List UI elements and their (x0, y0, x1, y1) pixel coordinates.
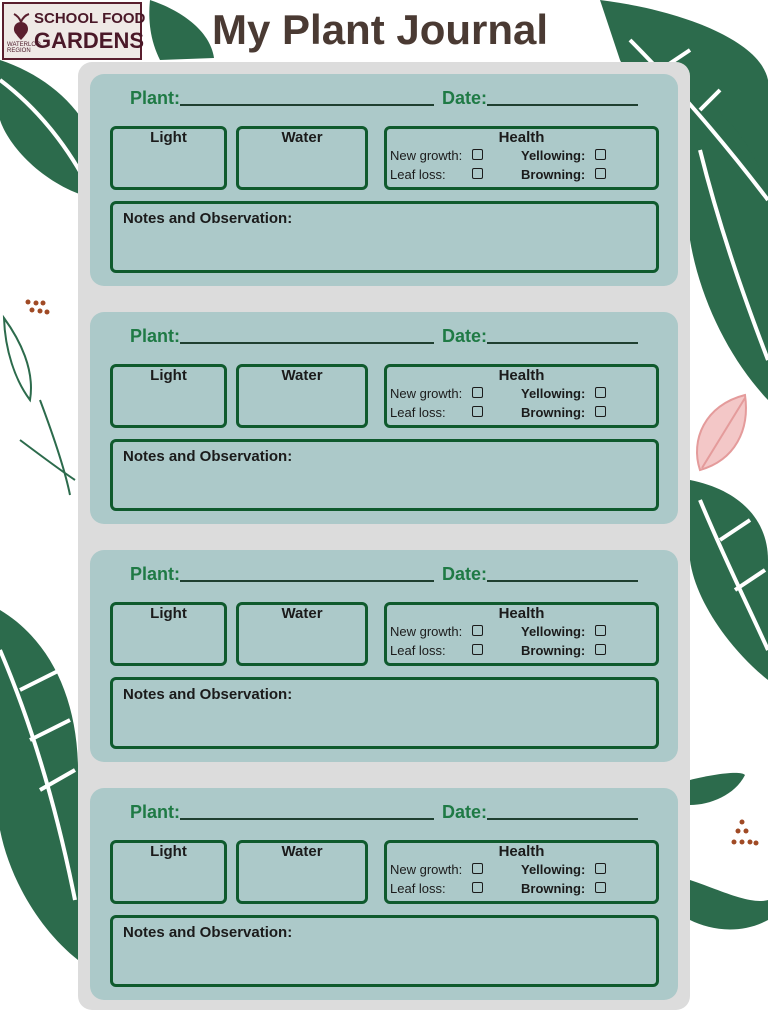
plant-input-line[interactable] (180, 104, 434, 106)
leaf-loss-label: Leaf loss: (390, 643, 446, 658)
school-food-gardens-logo: SCHOOL FOOD GARDENS WATERLOO REGION (2, 2, 146, 60)
date-label: Date: (442, 802, 488, 822)
notes-label: Notes and Observation: (123, 210, 293, 227)
light-box[interactable]: Light (110, 364, 227, 428)
plant-input-line[interactable] (180, 580, 434, 582)
light-label: Light (150, 367, 187, 384)
yellowing-checkbox[interactable] (595, 625, 606, 636)
health-label: Health (498, 605, 545, 622)
browning-label: Browning: (521, 167, 586, 182)
health-box: Health New growth: Leaf loss: Yellowing:… (384, 840, 659, 904)
water-box[interactable]: Water (236, 364, 368, 428)
yellowing-label: Yellowing: (521, 386, 586, 401)
new-growth-checkbox[interactable] (472, 863, 483, 874)
logo-line-2: GARDENS (34, 28, 145, 53)
leaf-top-middle (149, 0, 214, 60)
notes-label: Notes and Observation: (123, 448, 293, 465)
date-label: Date: (442, 326, 488, 346)
light-box[interactable]: Light (110, 840, 227, 904)
date-label: Date: (442, 88, 488, 108)
health-box: Health New growth: Leaf loss: Yellowing:… (384, 126, 659, 190)
date-input-line[interactable] (487, 342, 638, 344)
date-label: Date: (442, 564, 488, 584)
notes-box[interactable]: Notes and Observation: (110, 201, 659, 273)
notes-box[interactable]: Notes and Observation: (110, 677, 659, 749)
plant-label: Plant: (130, 88, 181, 108)
date-input-line[interactable] (487, 104, 638, 106)
new-growth-checkbox[interactable] (472, 149, 483, 160)
water-label: Water (281, 843, 323, 860)
light-box[interactable]: Light (110, 602, 227, 666)
browning-label: Browning: (521, 643, 586, 658)
leaf-loss-checkbox[interactable] (472, 882, 483, 893)
water-label: Water (281, 367, 323, 384)
journal-entry-3: Plant: Date: Light Water Health New grow… (90, 550, 678, 762)
notes-box[interactable]: Notes and Observation: (110, 439, 659, 511)
leaf-right-small (690, 772, 745, 805)
journal-entry-2: Plant: Date: Light Water Health New grow… (90, 312, 678, 524)
yellowing-checkbox[interactable] (595, 863, 606, 874)
leaf-bottom-right (690, 880, 768, 930)
pink-leaf (696, 393, 747, 472)
water-label: Water (281, 605, 323, 622)
journal-entry-4: Plant: Date: Light Water Health New grow… (90, 788, 678, 1000)
page-title: My Plant Journal (212, 6, 549, 53)
new-growth-checkbox[interactable] (472, 387, 483, 398)
plant-label: Plant: (130, 802, 181, 822)
water-label: Water (281, 129, 323, 146)
new-growth-label: New growth: (390, 148, 463, 163)
light-label: Light (150, 129, 187, 146)
yellowing-checkbox[interactable] (595, 387, 606, 398)
plant-input-line[interactable] (180, 818, 434, 820)
notes-label: Notes and Observation: (123, 924, 293, 941)
browning-label: Browning: (521, 881, 586, 896)
browning-checkbox[interactable] (595, 168, 606, 179)
health-label: Health (498, 367, 545, 384)
leaf-loss-checkbox[interactable] (472, 644, 483, 655)
light-label: Light (150, 843, 187, 860)
browning-checkbox[interactable] (595, 882, 606, 893)
new-growth-label: New growth: (390, 386, 463, 401)
browning-checkbox[interactable] (595, 406, 606, 417)
light-box[interactable]: Light (110, 126, 227, 190)
journal-entry-1: Plant: Date: Light Water Health New grow… (90, 74, 678, 286)
light-label: Light (150, 605, 187, 622)
water-box[interactable]: Water (236, 602, 368, 666)
yellowing-checkbox[interactable] (595, 149, 606, 160)
accent-dots (25, 299, 759, 846)
date-input-line[interactable] (487, 818, 638, 820)
health-label: Health (498, 843, 545, 860)
health-box: Health New growth: Leaf loss: Yellowing:… (384, 364, 659, 428)
leaf-loss-label: Leaf loss: (390, 881, 446, 896)
notes-label: Notes and Observation: (123, 686, 293, 703)
new-growth-checkbox[interactable] (472, 625, 483, 636)
leaf-loss-checkbox[interactable] (472, 168, 483, 179)
new-growth-label: New growth: (390, 624, 463, 639)
water-box[interactable]: Water (236, 126, 368, 190)
date-input-line[interactable] (487, 580, 638, 582)
outline-leaf-left (2, 314, 32, 403)
plant-input-line[interactable] (180, 342, 434, 344)
notes-box[interactable]: Notes and Observation: (110, 915, 659, 987)
beet-icon (13, 13, 30, 40)
water-box[interactable]: Water (236, 840, 368, 904)
leaf-right-middle (690, 480, 768, 680)
browning-label: Browning: (521, 405, 586, 420)
logo-line-1: SCHOOL FOOD (34, 10, 146, 27)
leaf-left-lower (0, 610, 79, 960)
leaf-loss-label: Leaf loss: (390, 405, 446, 420)
new-growth-label: New growth: (390, 862, 463, 877)
leaf-loss-checkbox[interactable] (472, 406, 483, 417)
plant-label: Plant: (130, 564, 181, 584)
yellowing-label: Yellowing: (521, 148, 586, 163)
health-box: Health New growth: Leaf loss: Yellowing:… (384, 602, 659, 666)
leaf-loss-label: Leaf loss: (390, 167, 446, 182)
logo-sub: WATERLOO REGION (7, 42, 41, 54)
health-label: Health (498, 129, 545, 146)
yellowing-label: Yellowing: (521, 624, 586, 639)
plant-label: Plant: (130, 326, 181, 346)
yellowing-label: Yellowing: (521, 862, 586, 877)
browning-checkbox[interactable] (595, 644, 606, 655)
